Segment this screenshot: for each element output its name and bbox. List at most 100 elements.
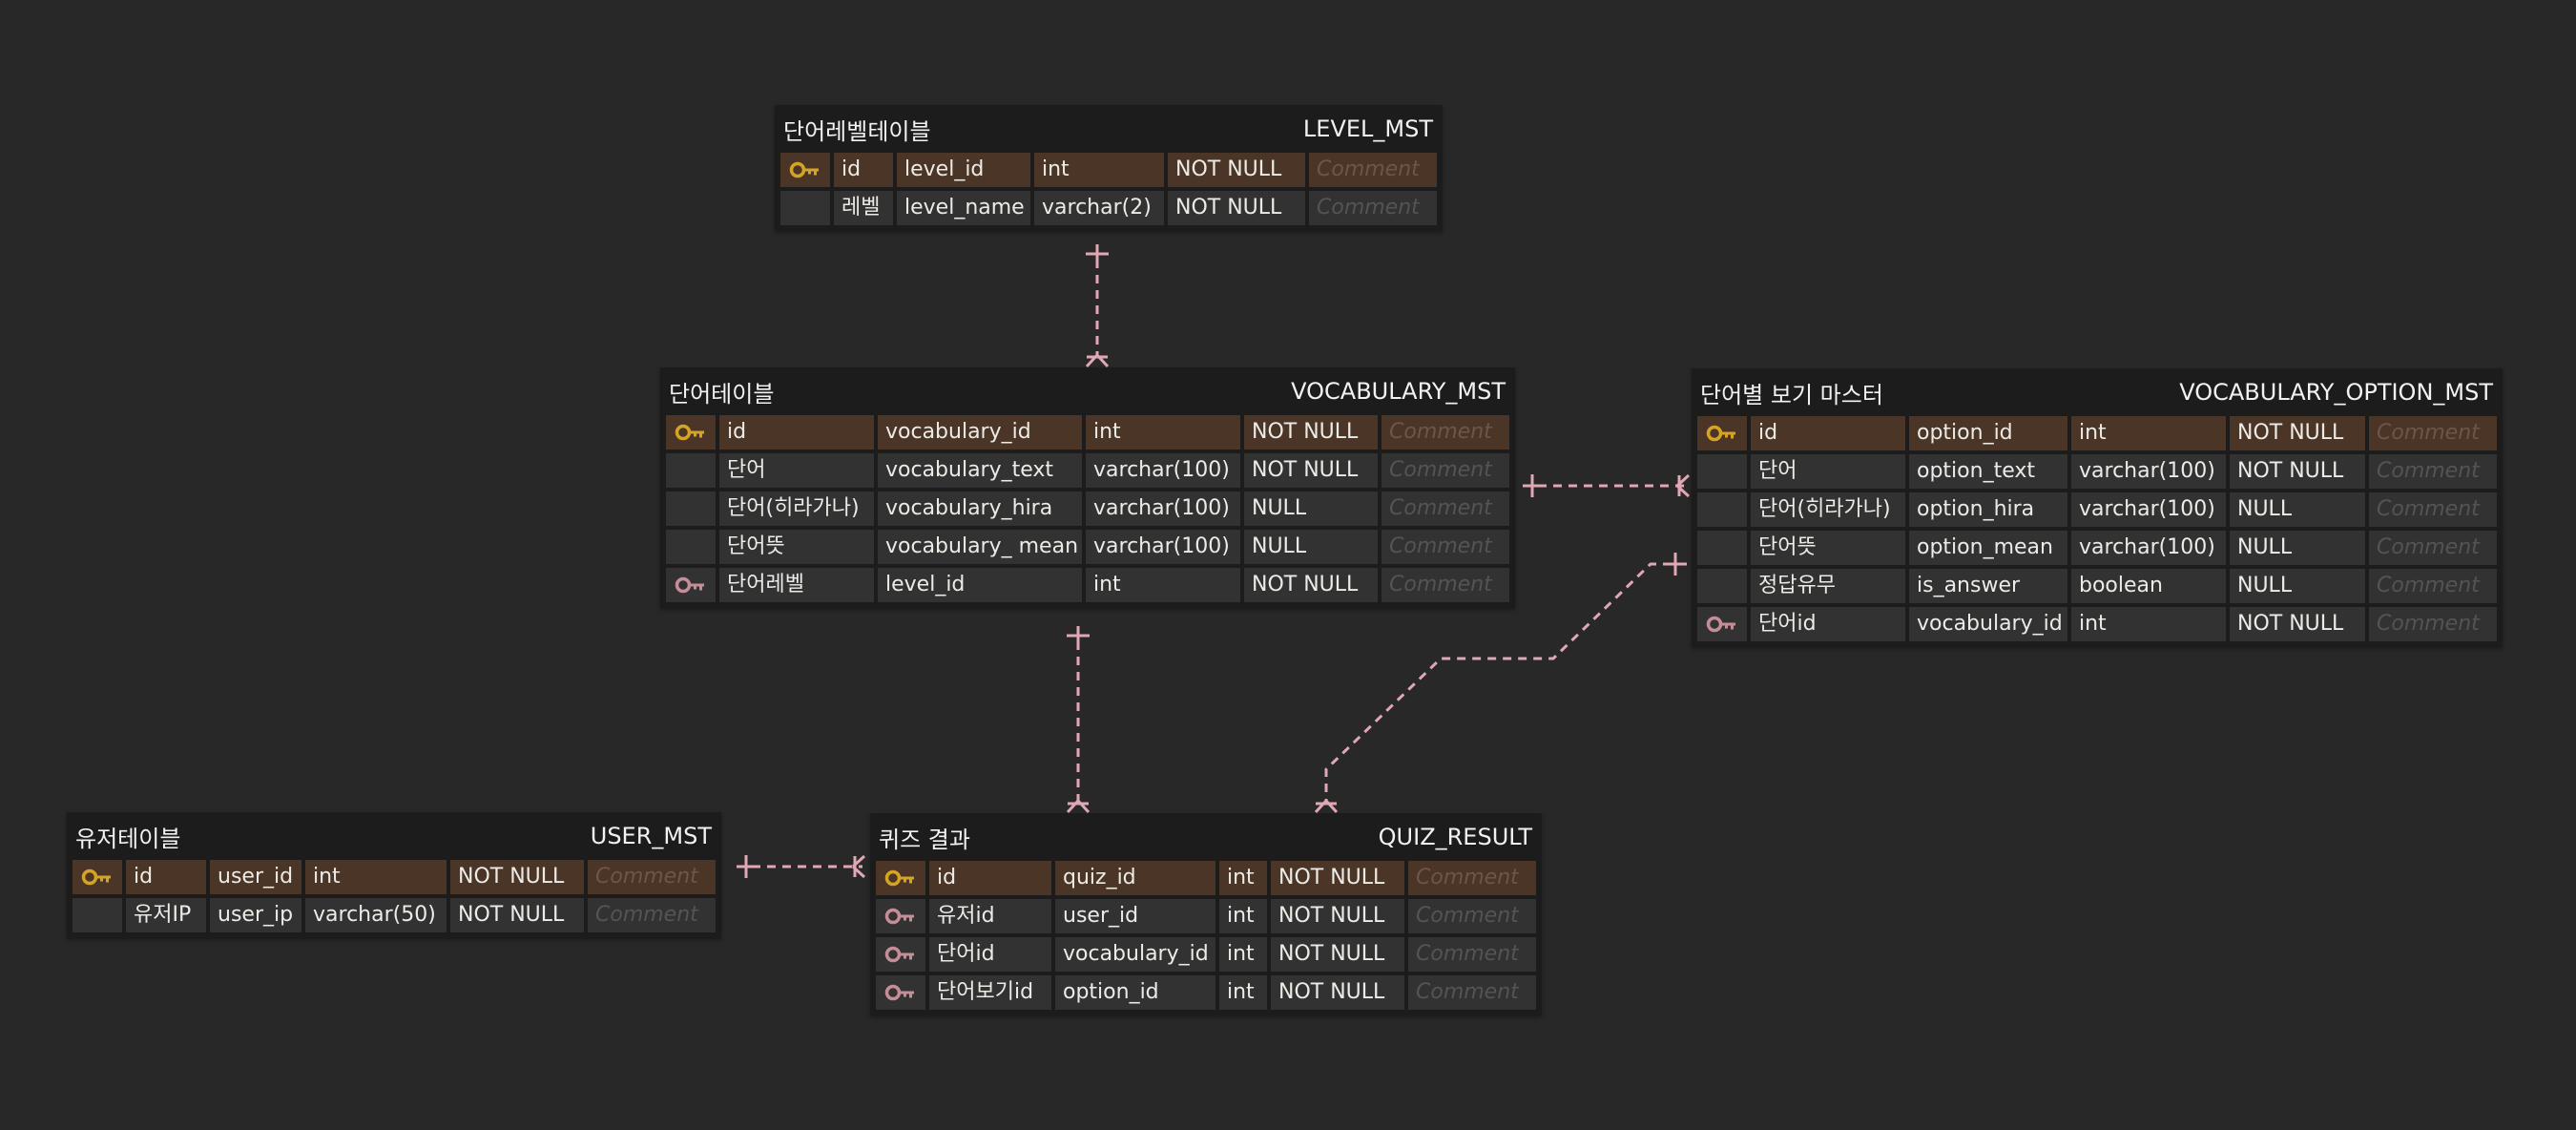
column-row[interactable]: 단어보기id option_id int NOT NULL Comment bbox=[876, 975, 1536, 1010]
physical-name-cell[interactable]: is_answer bbox=[1909, 569, 2067, 603]
column-row[interactable]: 단어id vocabulary_id int NOT NULL Comment bbox=[1697, 607, 2497, 641]
column-row[interactable]: 레벨 level_name varchar(2) NOT NULL Commen… bbox=[780, 191, 1437, 225]
comment-cell[interactable]: Comment bbox=[588, 860, 716, 894]
column-row[interactable]: id user_id int NOT NULL Comment bbox=[73, 860, 716, 894]
comment-cell[interactable]: Comment bbox=[1408, 861, 1536, 895]
comment-cell[interactable]: Comment bbox=[588, 898, 716, 932]
nullable-cell[interactable]: NULL bbox=[1244, 492, 1378, 526]
physical-name-cell[interactable]: quiz_id bbox=[1055, 861, 1215, 895]
logical-name-cell[interactable]: 단어뜻 bbox=[719, 530, 874, 564]
physical-name-cell[interactable]: option_text bbox=[1909, 454, 2067, 489]
column-row[interactable]: 단어 option_text varchar(100) NOT NULL Com… bbox=[1697, 454, 2497, 489]
column-row[interactable]: 단어 vocabulary_text varchar(100) NOT NULL… bbox=[666, 453, 1509, 488]
physical-name-cell[interactable]: vocabulary_id bbox=[878, 415, 1082, 450]
physical-name-cell[interactable]: user_id bbox=[210, 860, 301, 894]
data-type-cell[interactable]: varchar(100) bbox=[1086, 530, 1240, 564]
data-type-cell[interactable]: int bbox=[1219, 937, 1267, 972]
logical-name-cell[interactable]: 단어레벨 bbox=[719, 568, 874, 602]
data-type-cell[interactable]: int bbox=[305, 860, 447, 894]
nullable-cell[interactable]: NOT NULL bbox=[1244, 415, 1378, 450]
data-type-cell[interactable]: varchar(100) bbox=[2071, 454, 2226, 489]
logical-name-cell[interactable]: 단어 bbox=[1751, 454, 1905, 489]
nullable-cell[interactable]: NOT NULL bbox=[1271, 937, 1404, 972]
column-row[interactable]: 단어뜻 option_mean varchar(100) NULL Commen… bbox=[1697, 531, 2497, 565]
data-type-cell[interactable]: int bbox=[1219, 899, 1267, 933]
data-type-cell[interactable]: varchar(100) bbox=[2071, 531, 2226, 565]
logical-name-cell[interactable]: 단어id bbox=[929, 937, 1051, 972]
data-type-cell[interactable]: varchar(2) bbox=[1034, 191, 1164, 225]
nullable-cell[interactable]: NOT NULL bbox=[2230, 416, 2365, 450]
data-type-cell[interactable]: int bbox=[1219, 861, 1267, 895]
nullable-cell[interactable]: NULL bbox=[2230, 492, 2365, 527]
physical-name-cell[interactable]: level_id bbox=[878, 568, 1082, 602]
logical-name-cell[interactable]: 단어 bbox=[719, 453, 874, 488]
comment-cell[interactable]: Comment bbox=[1309, 153, 1437, 187]
column-row[interactable]: id level_id int NOT NULL Comment bbox=[780, 153, 1437, 187]
nullable-cell[interactable]: NOT NULL bbox=[1168, 191, 1305, 225]
comment-cell[interactable]: Comment bbox=[1381, 568, 1509, 602]
physical-name-cell[interactable]: vocabulary_id bbox=[1909, 607, 2067, 641]
logical-name-cell[interactable]: 유저IP bbox=[126, 898, 206, 932]
nullable-cell[interactable]: NULL bbox=[2230, 569, 2365, 603]
comment-cell[interactable]: Comment bbox=[1408, 937, 1536, 972]
column-row[interactable]: 단어레벨 level_id int NOT NULL Comment bbox=[666, 568, 1509, 602]
logical-name-cell[interactable]: id bbox=[929, 861, 1051, 895]
nullable-cell[interactable]: NOT NULL bbox=[2230, 607, 2365, 641]
physical-name-cell[interactable]: option_id bbox=[1909, 416, 2067, 450]
logical-name-cell[interactable]: id bbox=[834, 153, 893, 187]
nullable-cell[interactable]: NOT NULL bbox=[2230, 454, 2365, 489]
column-row[interactable]: id vocabulary_id int NOT NULL Comment bbox=[666, 415, 1509, 450]
physical-name-cell[interactable]: vocabulary_id bbox=[1055, 937, 1215, 972]
data-type-cell[interactable]: varchar(50) bbox=[305, 898, 447, 932]
logical-name-cell[interactable]: 단어보기id bbox=[929, 975, 1051, 1010]
physical-name-cell[interactable]: level_id bbox=[897, 153, 1030, 187]
nullable-cell[interactable]: NOT NULL bbox=[1168, 153, 1305, 187]
column-row[interactable]: 단어(히라가나) option_hira varchar(100) NULL C… bbox=[1697, 492, 2497, 527]
data-type-cell[interactable]: varchar(100) bbox=[2071, 492, 2226, 527]
physical-name-cell[interactable]: vocabulary_hira bbox=[878, 492, 1082, 526]
column-row[interactable]: id quiz_id int NOT NULL Comment bbox=[876, 861, 1536, 895]
comment-cell[interactable]: Comment bbox=[2369, 492, 2497, 527]
comment-cell[interactable]: Comment bbox=[2369, 531, 2497, 565]
column-row[interactable]: 유저id user_id int NOT NULL Comment bbox=[876, 899, 1536, 933]
data-type-cell[interactable]: varchar(100) bbox=[1086, 492, 1240, 526]
data-type-cell[interactable]: int bbox=[2071, 416, 2226, 450]
logical-name-cell[interactable]: id bbox=[719, 415, 874, 450]
logical-name-cell[interactable]: 단어(히라가나) bbox=[719, 492, 874, 526]
data-type-cell[interactable]: varchar(100) bbox=[1086, 453, 1240, 488]
physical-name-cell[interactable]: vocabulary_ mean bbox=[878, 530, 1082, 564]
comment-cell[interactable]: Comment bbox=[1381, 453, 1509, 488]
logical-name-cell[interactable]: 정답유무 bbox=[1751, 569, 1905, 603]
data-type-cell[interactable]: int bbox=[1219, 975, 1267, 1010]
comment-cell[interactable]: Comment bbox=[1381, 530, 1509, 564]
nullable-cell[interactable]: NOT NULL bbox=[450, 860, 584, 894]
logical-name-cell[interactable]: id bbox=[1751, 416, 1905, 450]
physical-name-cell[interactable]: vocabulary_text bbox=[878, 453, 1082, 488]
nullable-cell[interactable]: NOT NULL bbox=[450, 898, 584, 932]
data-type-cell[interactable]: int bbox=[1086, 568, 1240, 602]
data-type-cell[interactable]: int bbox=[1086, 415, 1240, 450]
logical-name-cell[interactable]: 유저id bbox=[929, 899, 1051, 933]
data-type-cell[interactable]: int bbox=[1034, 153, 1164, 187]
nullable-cell[interactable]: NOT NULL bbox=[1271, 899, 1404, 933]
logical-name-cell[interactable]: 단어id bbox=[1751, 607, 1905, 641]
data-type-cell[interactable]: boolean bbox=[2071, 569, 2226, 603]
logical-name-cell[interactable]: id bbox=[126, 860, 206, 894]
physical-name-cell[interactable]: user_id bbox=[1055, 899, 1215, 933]
data-type-cell[interactable]: int bbox=[2071, 607, 2226, 641]
logical-name-cell[interactable]: 단어뜻 bbox=[1751, 531, 1905, 565]
physical-name-cell[interactable]: level_name bbox=[897, 191, 1030, 225]
comment-cell[interactable]: Comment bbox=[1381, 415, 1509, 450]
physical-name-cell[interactable]: user_ip bbox=[210, 898, 301, 932]
comment-cell[interactable]: Comment bbox=[2369, 607, 2497, 641]
comment-cell[interactable]: Comment bbox=[1408, 899, 1536, 933]
column-row[interactable]: id option_id int NOT NULL Comment bbox=[1697, 416, 2497, 450]
